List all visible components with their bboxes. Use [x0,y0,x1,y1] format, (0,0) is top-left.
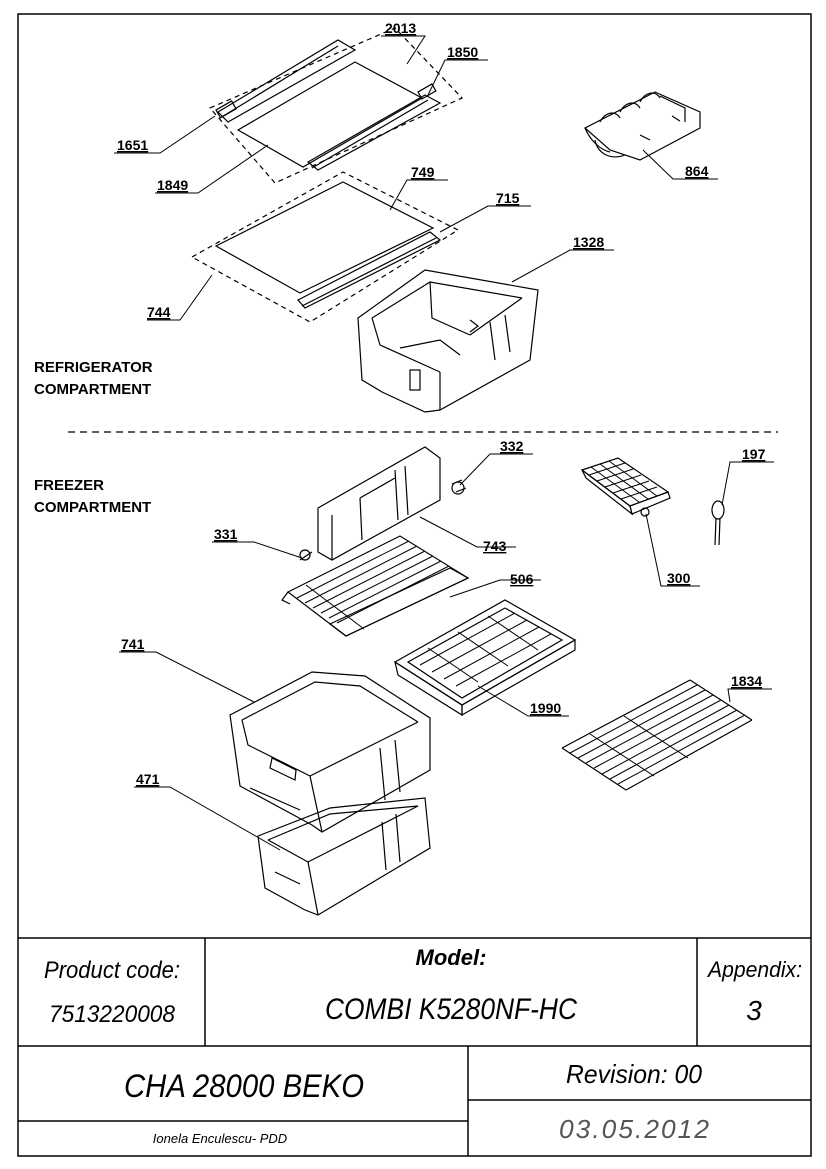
part-label-471: 471 [136,771,160,787]
refrigerator-title-line1: REFRIGERATOR [34,359,153,376]
part-label-1834: 1834 [731,673,762,689]
part-label-1328: 1328 [573,234,604,250]
wire-grid-1834 [561,679,753,791]
ice-scoop-197 [711,500,725,546]
part-label-506: 506 [510,571,534,587]
hinge-332 [451,479,467,495]
model-value: COMBI K5280NF-HC [325,993,577,1026]
glass-shelf-assembly-744 [190,171,460,323]
part-label-1850: 1850 [447,44,478,60]
part-label-1849: 1849 [157,177,188,193]
freezer-title-line1: FREEZER [34,477,104,494]
part-label-864: 864 [685,163,709,179]
freezer-drawer-471 [257,797,431,916]
part-label-300: 300 [667,570,691,586]
part-label-744: 744 [147,304,171,320]
part-label-332: 332 [500,438,524,454]
product-code-value: 7513220008 [49,1001,176,1028]
crisper-drawer-1328 [357,269,539,413]
freezer-drawer-741 [229,671,431,833]
chassis-name: CHA 28000 BEKO [124,1068,364,1104]
part-label-741: 741 [121,636,145,652]
appendix-value: 3 [746,995,762,1026]
model-label: Model: [416,945,487,970]
ice-tray-300 [580,457,671,517]
bottle-holder-864 [583,91,701,161]
appendix-label: Appendix: [706,957,802,982]
freezer-tray-1990 [393,599,577,717]
glass-shelf-assembly-2013 [209,27,464,184]
author: Ionela Enculescu- PDD [153,1131,287,1146]
drawing-frame [17,13,812,1157]
wire-shelf-506 [281,535,470,637]
part-label-2013: 2013 [385,20,416,36]
freezer-title-line2: COMPARTMENT [34,499,151,516]
title-block [18,937,811,1156]
part-label-1651: 1651 [117,137,148,153]
part-label-197: 197 [742,446,766,462]
flap-743 [317,446,441,561]
part-label-715: 715 [496,190,520,206]
part-labels: 2013 1850 1651 1849 864 749 715 1328 744… [117,20,766,787]
part-label-331: 331 [214,526,238,542]
part-label-749: 749 [411,164,435,180]
revision: Revision: 00 [566,1059,703,1089]
leader-lines [114,35,774,851]
hinge-331 [299,549,313,561]
part-label-1990: 1990 [530,700,561,716]
refrigerator-title-line2: COMPARTMENT [34,381,151,398]
product-code-label: Product code: [44,957,180,984]
date: 03.05.2012 [559,1114,711,1144]
title-block-text: Product code: 7513220008 Model: COMBI K5… [44,945,802,1146]
part-label-743: 743 [483,538,507,554]
